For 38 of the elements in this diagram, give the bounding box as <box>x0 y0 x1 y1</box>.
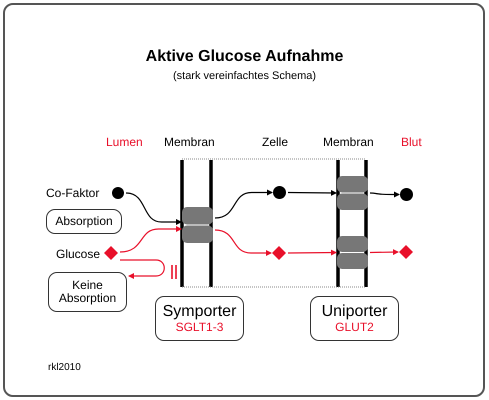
molecule-label: Co-Faktor <box>46 186 100 200</box>
transporter-protein <box>337 236 368 269</box>
arrow <box>126 192 182 225</box>
outcome-box <box>46 209 122 234</box>
box-heading: Absorption <box>55 214 113 228</box>
diagram-title: Aktive Glucose Aufnahme <box>146 48 344 66</box>
outcome-box <box>48 272 127 312</box>
cofactor-dot <box>112 187 124 199</box>
arrow <box>370 192 400 198</box>
box-heading: Symporter <box>162 303 236 321</box>
box-heading: Uniporter <box>322 303 388 321</box>
region-label: Lumen <box>106 135 143 149</box>
region-label: Zelle <box>262 135 288 149</box>
arrow <box>120 259 165 279</box>
arrow <box>370 249 399 256</box>
molecule-label: Glucose <box>56 247 100 261</box>
arrow <box>214 229 272 256</box>
transporter-label-box <box>310 296 399 341</box>
region-label: Blut <box>401 135 422 149</box>
region-label: Membran <box>164 135 215 149</box>
transporter-label-box <box>155 296 244 341</box>
glucose-diamond <box>272 246 286 260</box>
arrow <box>288 250 337 256</box>
glucose-diamond <box>399 245 413 259</box>
cofactor-dot <box>273 186 286 199</box>
cofactor-dot <box>400 188 413 201</box>
arrow <box>288 190 337 196</box>
protein-name: SGLT1-3 <box>176 320 224 334</box>
protein-name: GLUT2 <box>335 320 374 334</box>
box-heading: Keine Absorption <box>58 278 118 306</box>
transporter-protein <box>182 207 213 243</box>
glucose-diamond <box>104 246 118 260</box>
arrow <box>214 190 273 219</box>
subtitle: (stark vereinfachtes Schema) <box>172 70 316 82</box>
author-note: rkl2010 <box>48 362 81 373</box>
arrow <box>120 226 182 253</box>
transporter-protein <box>337 176 368 210</box>
region-label: Membran <box>323 135 374 149</box>
